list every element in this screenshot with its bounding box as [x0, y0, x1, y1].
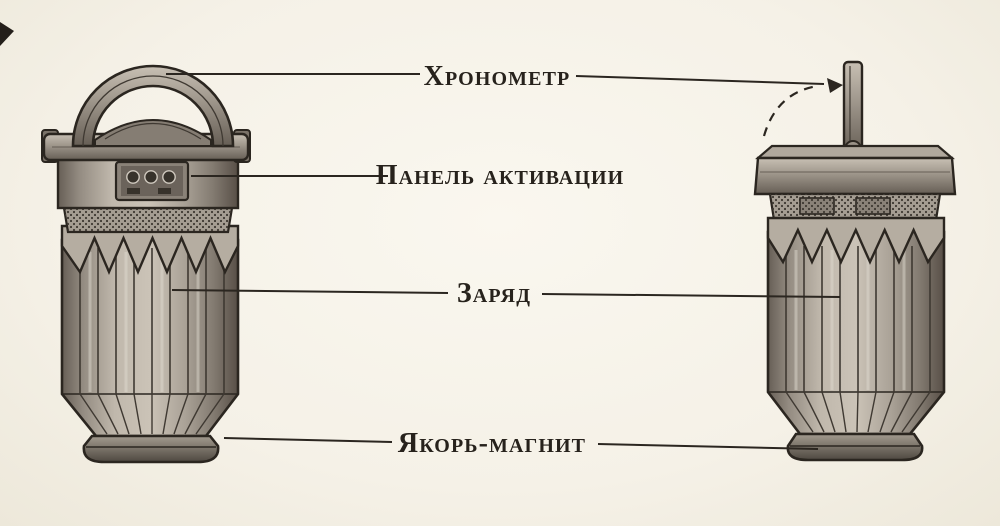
- knurled-collar: [768, 192, 942, 222]
- charge-leader-left: [171, 289, 449, 294]
- zigzag-crown: [60, 224, 240, 276]
- activation-panel: [114, 160, 190, 202]
- zigzag-crown: [766, 216, 946, 265]
- callout-lines: [166, 73, 841, 450]
- body-flutes: [785, 246, 931, 392]
- facet-lines: [785, 391, 931, 433]
- panel-button-icon: [162, 170, 176, 184]
- label-charge: Заряд: [457, 278, 531, 309]
- chronometer-leader-right: [575, 75, 825, 85]
- panel-slot-icon: [158, 188, 171, 194]
- anchor-base: [82, 434, 220, 464]
- cap-band: [753, 156, 957, 196]
- scan-artifact: [0, 22, 14, 46]
- knurled-collar: [62, 206, 234, 234]
- anchor-leader-right: [597, 443, 819, 450]
- raised-handle-rod: [842, 60, 864, 158]
- body-highlights: [88, 252, 200, 392]
- label-chronometer: Хронометр: [424, 61, 571, 92]
- label-anchor-magnet: Якорь-магнит: [398, 428, 586, 459]
- left-device: [41, 64, 251, 464]
- rotation-arrow-icon: [762, 78, 843, 137]
- lid-top-plate: [755, 144, 955, 160]
- charge-body: [766, 230, 946, 436]
- anchor-leader-left: [223, 437, 393, 443]
- panel-button-icon: [126, 170, 140, 184]
- cap-dome: [94, 119, 212, 147]
- facet-lines: [79, 393, 225, 435]
- label-activation-panel: Панель активации: [376, 160, 625, 191]
- panel-button-icon: [144, 170, 158, 184]
- right-device: [753, 60, 957, 462]
- upper-drum: [56, 156, 240, 210]
- panel-slot-icon: [127, 188, 140, 194]
- body-highlights: [794, 250, 906, 390]
- anchor-base: [786, 432, 924, 462]
- handle-arch: [71, 64, 235, 148]
- charge-leader-right: [541, 293, 841, 298]
- charge-body: [60, 238, 240, 438]
